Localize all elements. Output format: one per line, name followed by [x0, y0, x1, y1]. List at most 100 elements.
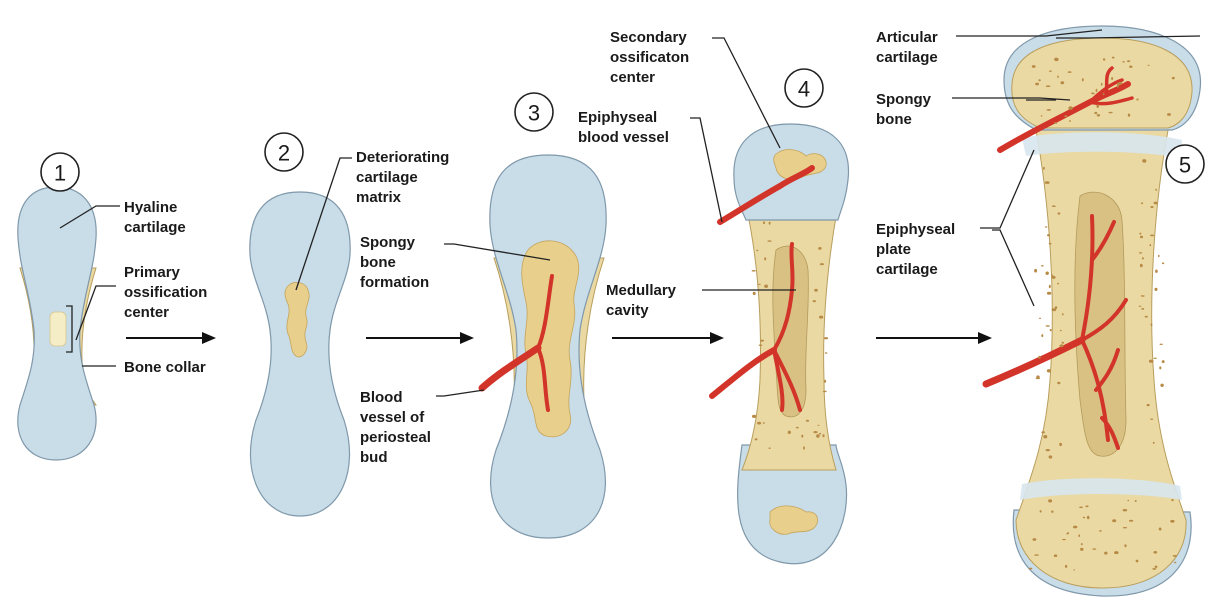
spongy-pore — [1173, 555, 1178, 557]
spongy-pore — [1160, 384, 1163, 387]
spongy-pore — [1139, 233, 1141, 235]
spongy-pore — [1123, 527, 1127, 528]
spongy-pore — [814, 289, 818, 292]
spongy-pore — [1046, 449, 1050, 451]
spongy-pore — [801, 435, 803, 438]
spongy-pore — [819, 433, 821, 435]
spongy-pore — [1151, 323, 1153, 326]
spongy-pore — [1032, 65, 1036, 68]
label-medullary-cavity: Medullary cavity — [606, 282, 680, 319]
spongy-pore — [1112, 57, 1115, 59]
spongy-pore — [1139, 306, 1142, 307]
spongy-pore — [1054, 58, 1056, 59]
spongy-pore — [769, 222, 771, 225]
leader-plate — [980, 150, 1034, 228]
spongy-pore — [1127, 500, 1129, 502]
spongy-pore — [1078, 534, 1080, 537]
stage-number-5: 5 — [1166, 145, 1204, 183]
spongy-pore — [767, 240, 771, 241]
spongy-pore — [1114, 551, 1119, 554]
label-periosteal-bud-vessel: Blood vessel of periosteal bud — [360, 389, 435, 466]
spongy-pore — [1079, 507, 1083, 509]
spongy-pore — [1141, 308, 1144, 310]
spongy-pore — [1142, 159, 1146, 163]
spongy-pore — [1162, 262, 1164, 264]
spongy-pore — [1148, 65, 1150, 66]
spongy-pore — [813, 300, 816, 302]
spongy-pore — [823, 391, 827, 393]
right-arrow-icon — [612, 332, 724, 344]
stage-1-primary-ossification-center — [50, 312, 66, 346]
spongy-pore — [1155, 566, 1158, 568]
spongy-pore — [1140, 264, 1143, 268]
spongy-pore — [1038, 79, 1040, 81]
spongy-pore — [806, 420, 809, 422]
spongy-pore — [1043, 167, 1045, 170]
spongy-pore — [1052, 205, 1056, 207]
stage-4-bone — [712, 124, 849, 564]
stage-number-3: 3 — [515, 93, 553, 131]
stage-3-bone — [482, 155, 606, 538]
spongy-pore — [816, 434, 820, 438]
spongy-pore — [1145, 316, 1148, 318]
spongy-pore — [1109, 112, 1113, 114]
spongy-pore — [1160, 344, 1163, 345]
spongy-pore — [1081, 543, 1083, 545]
spongy-pore — [1174, 562, 1176, 564]
spongy-pore — [1149, 360, 1154, 363]
spongy-pore — [1122, 61, 1125, 62]
svg-text:3: 3 — [528, 101, 540, 126]
spongy-pore — [1092, 548, 1096, 549]
spongy-pore — [759, 345, 763, 346]
spongy-pore — [1029, 568, 1033, 570]
spongy-pore — [1087, 516, 1090, 519]
spongy-pore — [1049, 285, 1051, 288]
spongy-pore — [1150, 244, 1152, 246]
spongy-pore — [1034, 269, 1037, 273]
spongy-pore — [1051, 511, 1053, 513]
spongy-pore — [1118, 82, 1122, 85]
spongy-pore — [820, 263, 824, 265]
spongy-pore — [1049, 455, 1053, 458]
spongy-pore — [764, 257, 766, 260]
right-arrow-icon — [366, 332, 474, 344]
spongy-pore — [1046, 85, 1051, 87]
spongy-pore — [758, 284, 761, 285]
spongy-pore — [1104, 552, 1107, 555]
spongy-pore — [1059, 443, 1062, 446]
spongy-pore — [788, 431, 791, 434]
spongy-pore — [1091, 93, 1095, 95]
label-epiphyseal-blood-vessel: Epiphyseal blood vessel — [578, 109, 669, 146]
spongy-pore — [1136, 99, 1138, 101]
label-spongy-bone-formation: Spongy bone formation — [360, 234, 429, 291]
spongy-pore — [1060, 330, 1062, 332]
svg-text:4: 4 — [798, 77, 810, 102]
spongy-pore — [796, 427, 799, 429]
spongy-pore — [1069, 120, 1071, 122]
spongy-pore — [1155, 270, 1158, 273]
right-arrow-icon — [126, 332, 216, 344]
spongy-pore — [824, 337, 828, 339]
spongy-pore — [1097, 114, 1100, 116]
spongy-pore — [1046, 325, 1050, 326]
spongy-pore — [818, 247, 821, 250]
spongy-pore — [1167, 113, 1171, 116]
spongy-pore — [1039, 318, 1042, 319]
spongy-pore — [1141, 202, 1143, 204]
label-bone-collar: Bone collar — [124, 359, 206, 376]
spongy-pore — [1035, 83, 1039, 86]
spongy-pore — [1062, 313, 1064, 315]
spongy-pore — [1060, 344, 1064, 347]
stage-number-2: 2 — [265, 133, 303, 171]
spongy-pore — [1171, 499, 1174, 501]
spongy-pore — [1034, 554, 1039, 555]
spongy-pore — [1068, 106, 1072, 110]
spongy-pore — [1103, 58, 1105, 60]
spongy-pore — [1047, 234, 1050, 236]
spongy-pore — [1047, 109, 1051, 111]
spongy-pore — [1058, 212, 1061, 214]
spongy-pore — [1162, 360, 1165, 363]
spongy-pore — [819, 316, 823, 319]
spongy-pore — [768, 448, 770, 449]
spongy-pore — [1033, 538, 1037, 541]
